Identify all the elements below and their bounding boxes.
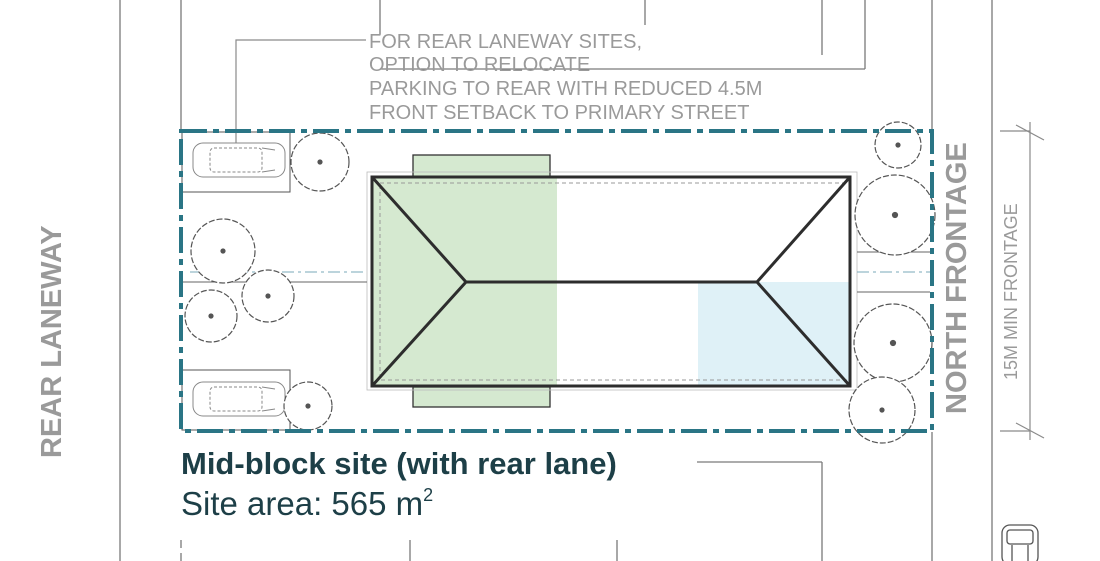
annotation-text: FOR REAR LANEWAY SITES, OPTION TO RELOCA… (369, 31, 762, 124)
roof-plan (370, 175, 852, 388)
car-icon (1001, 524, 1039, 561)
site-boundary (179, 129, 934, 433)
tree-icon (854, 174, 936, 256)
tree-icon (848, 376, 916, 444)
site-area: Site area: 565 m2 (181, 485, 433, 523)
green-zone-top-wing (412, 154, 551, 178)
site-area-value: Site area: 565 m (181, 485, 424, 522)
tree-icon (283, 381, 333, 431)
context-lines (119, 0, 993, 561)
building-outer-outline (366, 171, 858, 391)
trees (184, 121, 936, 444)
annotation-leader (235, 39, 366, 154)
annotation-line: FOR REAR LANEWAY SITES, (369, 31, 642, 53)
tree-icon (290, 132, 350, 192)
blue-zone (698, 282, 851, 387)
north-frontage-label: NORTH FRONTAGE (941, 142, 973, 414)
annotation-line: PARKING TO REAR WITH REDUCED 4.5M (369, 78, 762, 100)
site-area-unit-superscript: 2 (423, 485, 434, 505)
tree-icon (184, 289, 238, 343)
car-icon (192, 381, 286, 417)
tree-icon (241, 269, 295, 323)
tree-icon (874, 121, 922, 169)
rear-laneway-label: REAR LANEWAY (36, 225, 68, 458)
min-frontage-label: 15M MIN FRONTAGE (1001, 203, 1021, 380)
tree-icon (190, 218, 256, 284)
annotation-line: OPTION TO RELOCATE (369, 54, 590, 76)
annotation-line: FRONT SETBACK TO PRIMARY STREET (369, 102, 749, 124)
car-icon (192, 142, 286, 178)
tree-icon (853, 303, 933, 383)
frontage-dimension (1000, 122, 1045, 440)
site-title: Mid-block site (with rear lane) (181, 446, 617, 481)
